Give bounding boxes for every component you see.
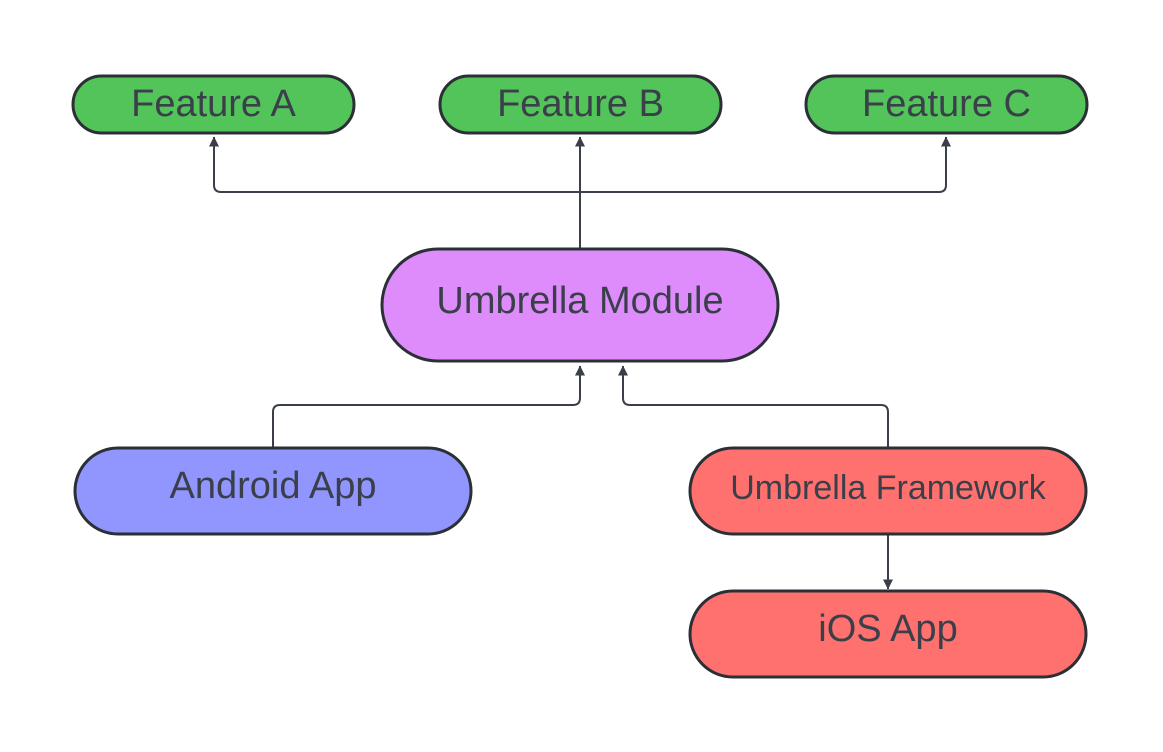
edge-umbrella-module-to-feature-a (209, 136, 581, 249)
node-label: Umbrella Framework (730, 469, 1046, 507)
node-label: Feature B (497, 83, 664, 125)
node-label: Feature C (862, 83, 1031, 125)
node-feature-b: Feature B (438, 74, 723, 135)
node-ios-app: iOS App (688, 589, 1088, 679)
edge-umbrella-framework-to-umbrella-module (618, 365, 889, 448)
node-feature-a: Feature A (71, 74, 356, 135)
node-umbrella-module: Umbrella Module (380, 247, 780, 363)
node-android-app: Android App (73, 446, 473, 536)
edge-android-app-to-umbrella-module (272, 365, 585, 448)
edges (209, 136, 951, 590)
node-label: Android App (169, 465, 376, 507)
node-umbrella-framework: Umbrella Framework (688, 446, 1088, 536)
node-label: Umbrella Module (436, 280, 723, 322)
node-label: iOS App (818, 608, 957, 650)
node-feature-c: Feature C (804, 74, 1089, 135)
node-label: Feature A (131, 83, 296, 125)
edge-umbrella-module-to-feature-c (580, 136, 951, 193)
